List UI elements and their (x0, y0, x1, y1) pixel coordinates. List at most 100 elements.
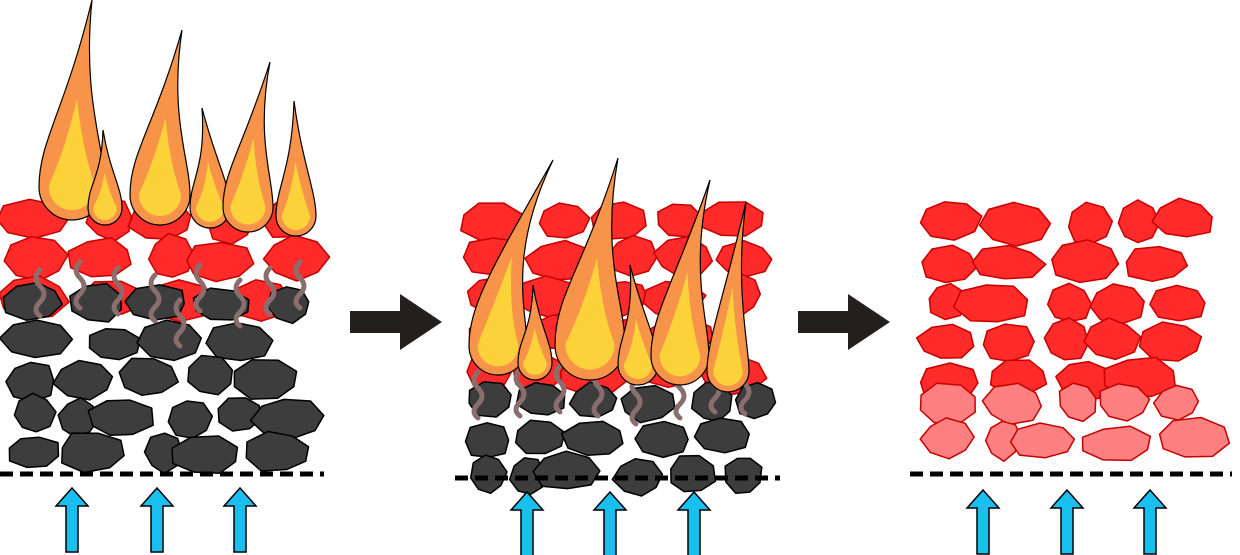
flame (189, 107, 231, 229)
flame-core (93, 172, 117, 220)
volatile-gas-wisp (513, 367, 527, 419)
fresh-coal-lump (469, 454, 508, 495)
fresh-coal-lump (136, 319, 203, 362)
flame-core (139, 117, 181, 216)
volatile-gas-wisp (111, 265, 125, 317)
stage-2-burning (455, 157, 780, 555)
ash-lump (1158, 416, 1231, 458)
glowing-char-lump (982, 323, 1035, 363)
flame (706, 201, 750, 393)
burning-coal-lump (700, 201, 764, 237)
burning-coal-lump (657, 203, 702, 238)
glowing-char-lump (1089, 283, 1145, 325)
fresh-coal-lump (734, 381, 777, 420)
volatile-gas-wisp (193, 262, 207, 314)
fresh-coal-lump (620, 384, 676, 424)
volatile-gas-wisp (73, 259, 87, 311)
stage-transition-arrow-icon (350, 294, 442, 350)
stage-3-embers (910, 197, 1232, 555)
fresh-coal-lump (515, 381, 566, 416)
flame-core (523, 327, 547, 375)
fresh-coal-lump (205, 322, 274, 362)
stage-transitions (350, 294, 890, 350)
volatile-gas-wisp (471, 369, 485, 421)
ash-lump (919, 417, 975, 460)
fresh-coal-lump (187, 354, 234, 396)
volatile-gas-wisp (33, 267, 47, 319)
fresh-coal-lump (0, 319, 74, 359)
fresh-coal-lump (13, 392, 57, 433)
fresh-coal-lump (568, 381, 618, 418)
air-flow-arrow-icon (1132, 488, 1168, 555)
fresh-coal-lump (514, 419, 566, 455)
air-flow-arrow-icon (1049, 488, 1085, 555)
ash-lump (1009, 422, 1076, 459)
glowing-char-lump (919, 201, 983, 241)
burning-coal-lump (538, 202, 591, 239)
volatile-gas-wisp (293, 259, 307, 311)
fresh-coal-lump (118, 357, 180, 397)
glowing-char-lump (978, 201, 1052, 247)
flame-core (477, 256, 519, 367)
glowing-char-lump (1046, 282, 1093, 323)
volatile-gas-wisp (148, 272, 162, 324)
fresh-coal-lump (560, 420, 624, 457)
burning-coal-lump (186, 241, 255, 283)
glowing-char-lump (915, 323, 975, 359)
air-flow-arrow-icon (509, 490, 545, 555)
air-flow-arrow-icon (676, 490, 712, 555)
stage-1-ignition (0, 0, 331, 553)
fresh-coal-lump (670, 454, 717, 493)
volatile-gas-wisp (233, 277, 247, 329)
glowing-char-lump (1067, 201, 1114, 244)
air-flow-arrow-icon (222, 486, 258, 553)
burning-coal-lump (3, 236, 69, 282)
fresh-coal-lump (52, 359, 114, 401)
volatile-gas-wisp (553, 363, 567, 415)
flame (617, 264, 659, 386)
flame (650, 179, 711, 386)
stage-transition-arrow-icon (798, 294, 890, 350)
fresh-coal-lump (245, 430, 310, 472)
glowing-char-lump (1051, 239, 1120, 284)
glowing-char-lump (1125, 245, 1189, 283)
fresh-coal-lump (171, 435, 239, 474)
glowing-char-lump (1083, 317, 1142, 361)
fresh-coal-lump (87, 399, 154, 437)
burning-coal-lump (262, 234, 331, 282)
fresh-coal-lump (124, 284, 185, 321)
fresh-coal-lump (693, 417, 750, 454)
flame-core (713, 287, 743, 386)
glowing-char-lump (1151, 197, 1213, 238)
air-flow-arrow-icon (139, 486, 175, 553)
ash-lump (1058, 382, 1097, 423)
fresh-coal-lump (249, 398, 325, 440)
flame-core (48, 99, 96, 211)
fresh-coal-lump (217, 397, 262, 432)
air-flow-arrow-icon (965, 488, 1001, 555)
fresh-coal-lump (532, 450, 601, 490)
glowing-char-lump (971, 244, 1047, 280)
air-flow-arrow-icon (592, 490, 628, 555)
fresh-coal-lump (61, 432, 125, 474)
burning-coal-lump (147, 232, 195, 278)
flame-core (565, 257, 615, 370)
volatile-gas-wisp (263, 265, 277, 317)
fresh-coal-lump (88, 327, 142, 361)
glowing-char-lump (1043, 317, 1090, 361)
ash-lump (1152, 384, 1200, 421)
fresh-coal-lump (167, 400, 214, 440)
ash-lump (1099, 383, 1151, 422)
fresh-coal-lump (8, 436, 60, 469)
fresh-coal-lump (464, 422, 510, 459)
air-flow-arrow-icon (54, 486, 90, 553)
flame-core (282, 161, 310, 230)
flame-core (196, 162, 224, 222)
volatile-gas-wisp (629, 375, 643, 427)
fresh-coal-lump (634, 420, 689, 459)
burning-coal-lump (715, 239, 773, 278)
burning-coal-lump (67, 237, 132, 278)
volatile-gas-wisp (173, 297, 187, 349)
glowing-char-lump (1117, 199, 1161, 244)
